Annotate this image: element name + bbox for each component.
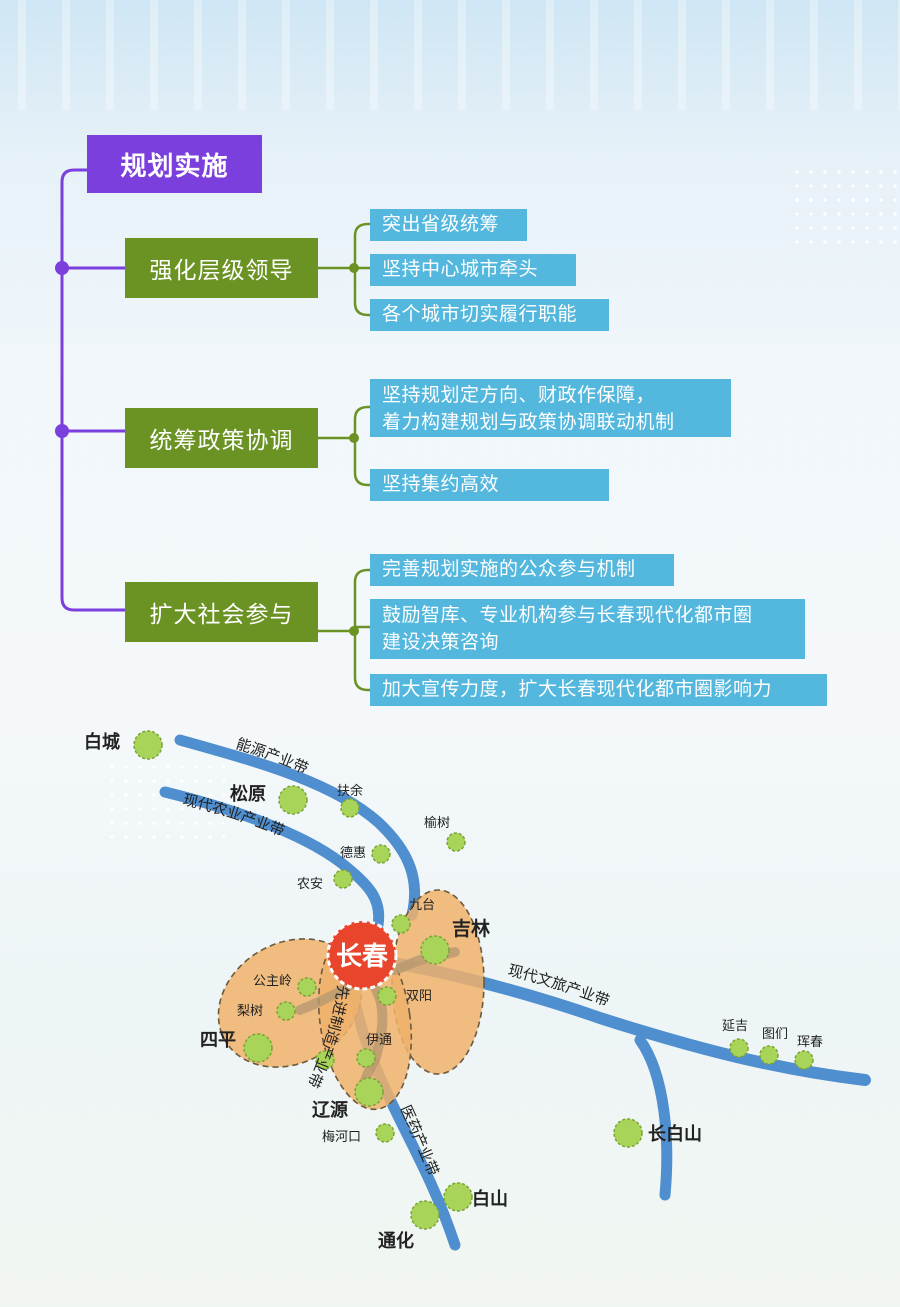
city-label: 延吉	[722, 1019, 748, 1034]
page-title: 规划实施	[87, 135, 262, 193]
center-city-label: 长春	[336, 942, 388, 972]
branch-policy: 统筹政策协调	[125, 408, 318, 468]
city-label: 榆树	[424, 816, 450, 831]
leaf-item: 坚持集约高效	[370, 469, 609, 501]
branch-participation: 扩大社会参与	[125, 582, 318, 642]
decor-dots	[790, 165, 900, 245]
city-label: 九台	[409, 898, 435, 913]
mindmap-connectors	[55, 168, 370, 692]
city-label: 通化	[378, 1230, 414, 1252]
city-label: 白山	[472, 1188, 508, 1210]
center-city-marker	[326, 919, 398, 991]
leaf-item: 完善规划实施的公众参与机制	[370, 554, 674, 586]
leaf-item: 坚持规划定方向、财政作保障， 着力构建规划与政策协调联动机制	[370, 379, 731, 437]
leaf-item: 各个城市切实履行职能	[370, 299, 609, 331]
city-label: 梅河口	[322, 1130, 361, 1145]
branch-leadership: 强化层级领导	[125, 238, 318, 298]
city-label: 农安	[297, 877, 323, 892]
city-label: 图们	[762, 1027, 788, 1042]
city-label: 白城	[84, 731, 120, 753]
leaf-item: 突出省级统筹	[370, 209, 527, 241]
city-label: 松原	[230, 783, 266, 805]
header-stripes	[0, 0, 900, 110]
city-label: 吉林	[452, 917, 490, 940]
leaf-item: 坚持中心城市牵头	[370, 254, 576, 286]
city-label: 扶余	[337, 783, 363, 799]
city-label: 公主岭	[253, 974, 292, 989]
city-label: 珲春	[797, 1035, 823, 1050]
leaf-item: 鼓励智库、专业机构参与长春现代化都市圈 建设决策咨询	[370, 599, 805, 659]
city-label: 德惠	[340, 846, 366, 861]
city-label: 伊通	[366, 1033, 392, 1048]
city-label: 辽源	[312, 1099, 348, 1121]
city-label: 梨树	[237, 1004, 263, 1019]
city-label: 长白山	[648, 1123, 702, 1145]
city-label: 四平	[200, 1030, 236, 1051]
city-label: 双阳	[406, 989, 432, 1004]
leaf-item: 加大宣传力度，扩大长春现代化都市圈影响力	[370, 674, 827, 706]
